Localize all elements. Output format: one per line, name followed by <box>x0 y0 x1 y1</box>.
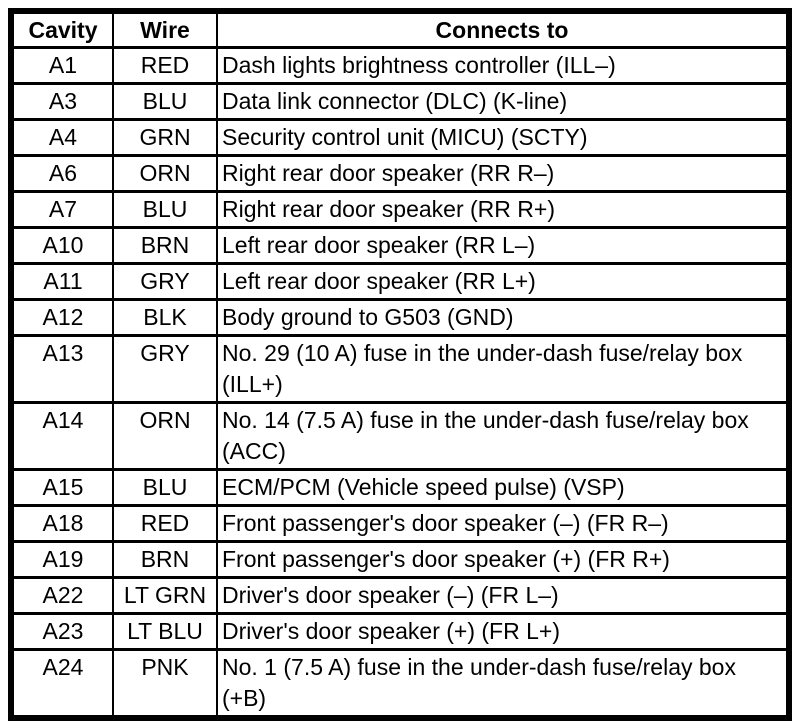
wire-cell: ORN <box>112 154 218 193</box>
connects-to-cell: No. 1 (7.5 A) fuse in the under-dash fus… <box>216 648 790 720</box>
wire-cell: BLU <box>112 190 218 229</box>
wire-cell: BRN <box>112 540 218 579</box>
connects-to-cell: Front passenger's door speaker (+) (FR R… <box>216 540 790 579</box>
connects-to-cell: Driver's door speaker (+) (FR L+) <box>216 612 790 651</box>
cavity-cell: A18 <box>10 504 114 543</box>
wire-cell: GRY <box>112 262 218 301</box>
wire-cell: BLU <box>112 82 218 121</box>
connects-to-cell: ECM/PCM (Vehicle speed pulse) (VSP) <box>216 468 790 507</box>
column-header-connects-to: Connects to <box>216 9 790 49</box>
connects-to-cell: No. 29 (10 A) fuse in the under-dash fus… <box>216 334 790 404</box>
connects-to-cell: Right rear door speaker (RR R–) <box>216 154 790 193</box>
cavity-cell: A3 <box>10 82 114 121</box>
wire-cell: RED <box>112 46 218 85</box>
connects-to-cell: Right rear door speaker (RR R+) <box>216 190 790 229</box>
cavity-cell: A15 <box>10 468 114 507</box>
cavity-cell: A19 <box>10 540 114 579</box>
wire-cell: LT BLU <box>112 612 218 651</box>
wire-cell: LT GRN <box>112 576 218 615</box>
cavity-cell: A10 <box>10 226 114 265</box>
connects-to-cell: No. 14 (7.5 A) fuse in the under-dash fu… <box>216 401 790 471</box>
cavity-cell: A14 <box>10 401 114 471</box>
connects-to-cell: Left rear door speaker (RR L–) <box>216 226 790 265</box>
header-row: Cavity Wire Connects to <box>10 9 790 49</box>
cavity-cell: A24 <box>10 648 114 720</box>
wire-cell: BLK <box>112 298 218 337</box>
column-header-wire: Wire <box>112 9 218 49</box>
cavity-cell: A12 <box>10 298 114 337</box>
cavity-cell: A6 <box>10 154 114 193</box>
connects-to-cell: Left rear door speaker (RR L+) <box>216 262 790 301</box>
connects-to-cell: Security control unit (MICU) (SCTY) <box>216 118 790 157</box>
connects-to-cell: Front passenger's door speaker (–) (FR R… <box>216 504 790 543</box>
wire-cell: ORN <box>112 401 218 471</box>
cavity-cell: A23 <box>10 612 114 651</box>
wire-cell: BRN <box>112 226 218 265</box>
cavity-cell: A1 <box>10 46 114 85</box>
cavity-cell: A13 <box>10 334 114 404</box>
cavity-cell: A7 <box>10 190 114 229</box>
wire-cell: BLU <box>112 468 218 507</box>
connects-to-cell: Data link connector (DLC) (K-line) <box>216 82 790 121</box>
column-header-cavity: Cavity <box>10 9 114 49</box>
cavity-cell: A4 <box>10 118 114 157</box>
wire-cell: GRN <box>112 118 218 157</box>
cavity-cell: A22 <box>10 576 114 615</box>
wire-cell: GRY <box>112 334 218 404</box>
connects-to-cell: Dash lights brightness controller (ILL–) <box>216 46 790 85</box>
wire-cell: RED <box>112 504 218 543</box>
cavity-cell: A11 <box>10 262 114 301</box>
connects-to-cell: Body ground to G503 (GND) <box>216 298 790 337</box>
connects-to-cell: Driver's door speaker (–) (FR L–) <box>216 576 790 615</box>
table-header: Cavity Wire Connects to <box>10 9 790 49</box>
wire-cell: PNK <box>112 648 218 720</box>
